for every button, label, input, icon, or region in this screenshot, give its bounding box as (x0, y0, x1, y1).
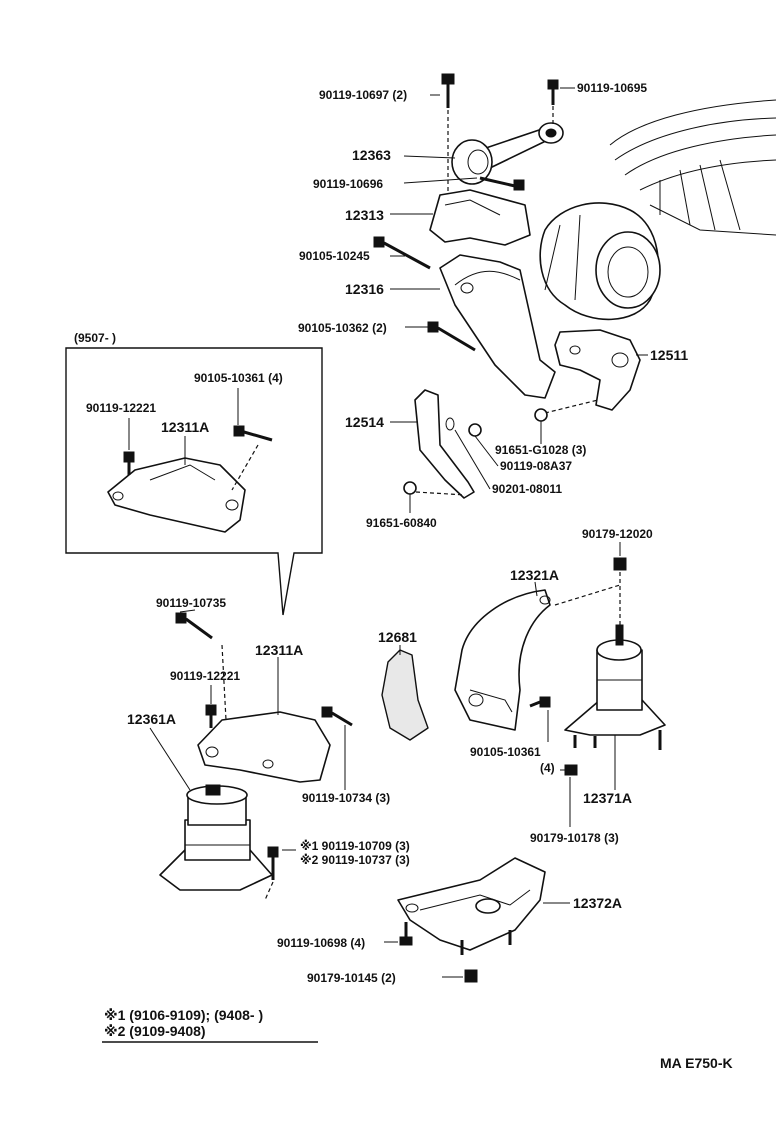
label-90179-10145: 90179-10145 (2) (307, 971, 396, 985)
note-1: ※1 (9106-9109); (9408- ) (104, 1007, 263, 1023)
torque-rod-12363 (451, 122, 564, 185)
label-91651-60840: 91651-60840 (366, 516, 437, 530)
label-12321A: 12321A (510, 567, 559, 583)
label-90119-12221: 90119-12221 (170, 669, 240, 683)
nut-90179-12020 (613, 557, 627, 571)
label-90119-10697: 90119-10697 (2) (319, 88, 407, 102)
inset-bolt-90119-12221 (123, 451, 135, 475)
label-note1-part: ※1 90119-10709 (3) (300, 839, 410, 853)
part-labels: 90119-10697 (2) 90119-10695 12363 90119-… (74, 81, 688, 985)
label-12511: 12511 (650, 347, 688, 363)
bolt-90119-10696 (479, 176, 525, 191)
label-qty-4: (4) (540, 761, 555, 775)
label-12681: 12681 (378, 629, 417, 645)
label-12514: 12514 (345, 414, 384, 430)
bolt-90119-10735 (175, 612, 213, 640)
label-note2-part: ※2 90119-10737 (3) (300, 853, 410, 867)
bolt-90119-12221 (205, 704, 217, 728)
label-90119-10735: 90119-10735 (156, 596, 226, 610)
label-12316: 12316 (345, 281, 384, 297)
bolt-90105-10362 (427, 321, 476, 352)
label-12313: 12313 (345, 207, 384, 223)
label-12371A: 12371A (583, 790, 632, 806)
bracket-12313 (429, 189, 531, 246)
bracket-12511 (554, 329, 641, 411)
label-90105-10362: 90105-10362 (2) (298, 321, 387, 335)
nut-91651-60840 (403, 481, 417, 495)
bolt-90105-10245 (373, 236, 431, 270)
bolt-90119-10695 (547, 79, 559, 105)
note-2: ※2 (9109-9408) (104, 1023, 206, 1039)
label-90179-12020: 90179-12020 (582, 527, 653, 541)
label-inset-90105-10361: 90105-10361 (4) (194, 371, 283, 385)
label-inset-90119-12221: 90119-12221 (86, 401, 156, 415)
nut-91651-G1028 (534, 408, 548, 422)
diagram-code: MA E750-K (660, 1055, 733, 1071)
label-90119-10695: 90119-10695 (577, 81, 647, 95)
label-90119-08A37: 90119-08A37 (500, 459, 572, 473)
label-90179-10178: 90179-10178 (3) (530, 831, 619, 845)
inset-bolt-90105-10361 (233, 425, 273, 442)
bracket-12321A (454, 589, 551, 731)
cover-12681 (381, 649, 429, 741)
label-12372A: 12372A (573, 895, 622, 911)
label-12361A: 12361A (127, 711, 176, 727)
label-90201-08011: 90201-08011 (492, 482, 562, 496)
label-12311A: 12311A (255, 642, 303, 658)
bracket-12311A (197, 711, 331, 783)
label-12363: 12363 (352, 147, 391, 163)
label-90119-10698: 90119-10698 (4) (277, 936, 365, 950)
label-90105-10361: 90105-10361 (470, 745, 541, 759)
inset-frame (65, 347, 323, 616)
label-91651-G1028: 91651-G1028 (3) (495, 443, 586, 457)
bolt-90119-10697 (441, 73, 455, 108)
mount-bracket-12372A (397, 857, 546, 955)
label-90119-10696: 90119-10696 (313, 177, 383, 191)
bolt-90119-10734 (321, 706, 353, 727)
engine-mount-12371A (564, 624, 666, 750)
engine-outline (539, 99, 776, 321)
bolt-90119-10709 (267, 846, 279, 880)
bolt-90119-10698 (399, 922, 413, 946)
bolt-90105-10361 (529, 696, 551, 708)
engine-mount-12361A (159, 784, 273, 891)
label-inset-12311A: 12311A (161, 419, 209, 435)
footnotes: ※1 (9106-9109); (9408- ) ※2 (9109-9408) (102, 1007, 318, 1043)
label-90119-10734: 90119-10734 (3) (302, 791, 390, 805)
leader-lines (128, 87, 648, 978)
inset-bracket-12311A (107, 457, 246, 533)
label-90105-10245: 90105-10245 (299, 249, 370, 263)
bracket-12514 (414, 389, 475, 499)
label-inset-range: (9507- ) (74, 331, 116, 345)
nut-90119-08A37 (468, 423, 482, 437)
nut-90179-10145 (464, 969, 478, 983)
nut-90179-10178 (564, 764, 578, 776)
bracket-12316 (439, 254, 556, 399)
